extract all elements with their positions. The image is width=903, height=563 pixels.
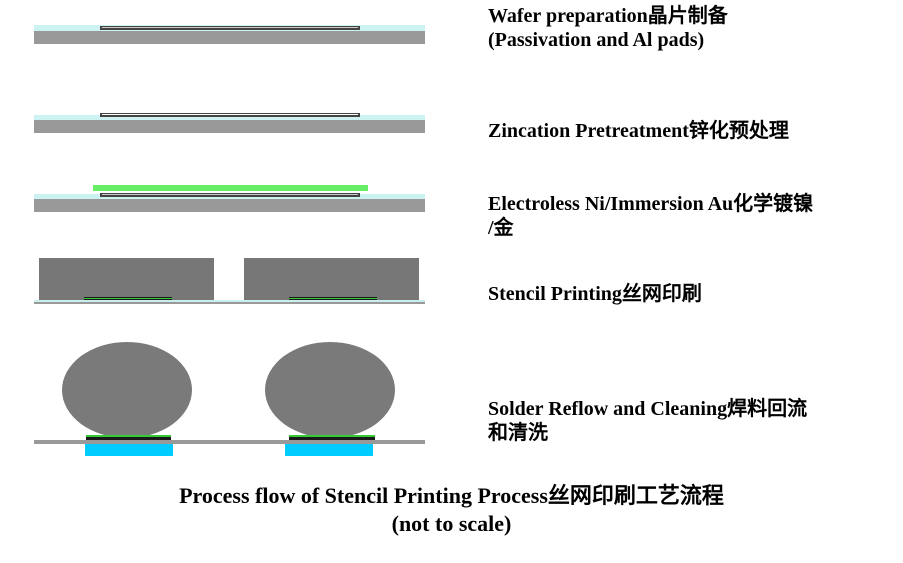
zincate-layer (102, 114, 358, 115)
substrate-line (34, 302, 425, 304)
step-1-label-line1: Wafer preparation晶片制备 (488, 5, 728, 27)
substrate (34, 31, 425, 44)
step-1-wafer (34, 25, 425, 44)
step-3-label-line1: Electroless Ni/Immersion Au化学镀镍 (488, 193, 814, 215)
stencil-block-right (244, 258, 419, 300)
step-5-label: Solder Reflow and Cleaning焊料回流 和清洗 (488, 397, 898, 445)
step-3-enig (34, 185, 425, 212)
step-1-label-line2: (Passivation and Al pads) (488, 29, 705, 51)
step-2-zincation (34, 113, 425, 133)
step-5-solder-reflow (34, 342, 425, 456)
ni-au-bump (93, 185, 368, 191)
al-pad-highlight (102, 27, 358, 28)
ubm-right (289, 437, 375, 440)
ubm-left (86, 437, 171, 440)
substrate (34, 120, 425, 133)
substrate (34, 199, 425, 212)
passivation-layer (34, 115, 425, 120)
cyan-pad-right (285, 444, 373, 456)
step-1-label: Wafer preparation晶片制备 (Passivation and A… (488, 4, 898, 52)
solder-ball-left (62, 342, 192, 438)
step-4-stencil-printing (34, 258, 425, 304)
step-4-label: Stencil Printing丝网印刷 (488, 282, 898, 306)
solder-ball-right (265, 342, 395, 438)
step-5-label-line1: Solder Reflow and Cleaning焊料回流 (488, 398, 808, 420)
al-pad-highlight (102, 194, 358, 195)
substrate-line (34, 440, 425, 444)
cyan-pad-left (85, 444, 173, 456)
step-3-label-line2: /金 (488, 217, 514, 239)
pad-right-green (289, 298, 377, 299)
caption-line1: Process flow of Stencil Printing Process… (179, 483, 724, 508)
step-5-label-line2: 和清洗 (488, 422, 548, 444)
caption-line2: (not to scale) (391, 511, 512, 536)
ubm-right-green (289, 435, 375, 437)
step-4-label-line1: Stencil Printing丝网印刷 (488, 283, 702, 305)
step-2-label-line1: Zincation Pretreatment锌化预处理 (488, 120, 789, 142)
figure-caption: Process flow of Stencil Printing Process… (0, 482, 903, 538)
step-3-label: Electroless Ni/Immersion Au化学镀镍 /金 (488, 192, 898, 240)
step-2-label: Zincation Pretreatment锌化预处理 (488, 119, 898, 143)
ubm-left-green (86, 435, 171, 437)
stencil-block-left (39, 258, 214, 300)
pad-left-green (84, 298, 172, 299)
